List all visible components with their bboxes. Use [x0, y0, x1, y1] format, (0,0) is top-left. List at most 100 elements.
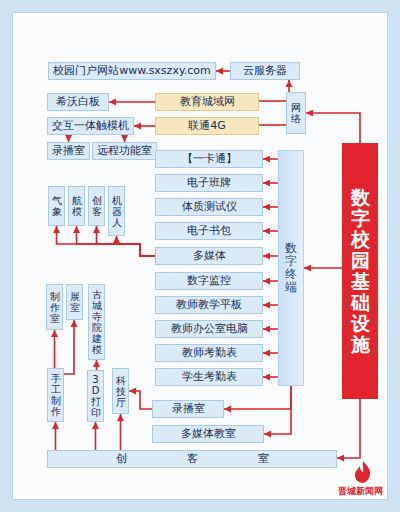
connector-arrow	[263, 328, 278, 330]
process-box: 希沃白板	[47, 93, 109, 111]
process-box: 远程功能室	[92, 142, 157, 160]
connector-arrow	[263, 255, 278, 257]
process-box: 制作室	[46, 284, 63, 330]
node-label: 数字终端	[285, 242, 297, 295]
process-box: 电子书包	[155, 222, 263, 240]
node-label: 联通4G	[188, 119, 226, 132]
node-label: 气象	[52, 195, 62, 217]
node-label: 机器人	[112, 195, 122, 228]
process-box: 展室	[66, 284, 83, 320]
connector-arrow	[95, 422, 97, 450]
node-label: 体质测试仪	[182, 200, 237, 213]
watermark: 晋城新闻网	[338, 460, 388, 498]
connector-arrow	[259, 124, 286, 126]
process-box: 数字监控	[155, 272, 263, 290]
connector-arrow	[124, 135, 126, 142]
connector-arrow	[120, 414, 122, 450]
title-band: 数字校园基础设施	[342, 143, 378, 399]
connector-arrow	[304, 267, 342, 269]
node-label: 古城寺院建模	[92, 289, 102, 355]
connector-arrow	[216, 70, 230, 72]
node-label: 多媒体教室	[181, 427, 236, 440]
process-box: 创客室	[47, 450, 337, 468]
node-label: 网络	[291, 102, 301, 124]
process-box: 学生考勤表	[155, 368, 263, 386]
node-label: 希沃白板	[56, 95, 100, 108]
node-label: 制作室	[50, 291, 60, 324]
process-box: 创客	[88, 186, 105, 226]
connector-arrow	[263, 158, 278, 160]
node-label: 录播室	[172, 402, 205, 415]
node-label: 录播室	[52, 144, 85, 157]
process-box: 体质测试仪	[155, 198, 263, 216]
node-label: 3D打印	[91, 374, 101, 418]
node-label: 创客室	[56, 452, 329, 465]
process-box: 录播室	[152, 400, 224, 418]
node-label: 数字校园基础设施	[351, 187, 370, 354]
node-label: 科技厅	[116, 375, 126, 408]
connector-arrow	[55, 422, 57, 450]
node-label: 校园门户网站www.sxszxy.com	[53, 64, 211, 77]
connector-arrow	[259, 100, 286, 102]
node-label: 电子书包	[187, 224, 231, 237]
connector-arrow	[263, 206, 278, 208]
node-label: 教师教学平板	[176, 298, 242, 311]
process-box: 机器人	[108, 186, 125, 236]
process-box: 网络	[286, 92, 306, 134]
node-label: 创客	[92, 195, 102, 217]
process-box: 电子班牌	[155, 174, 263, 192]
connector-arrow	[263, 352, 278, 354]
terminal-band: 数字终端	[278, 150, 304, 386]
node-label: 航模	[72, 195, 82, 217]
connector-arrow	[306, 113, 360, 143]
process-box: 教师考勤表	[155, 344, 263, 362]
process-box: 科技厅	[112, 368, 129, 414]
node-label: 数字监控	[187, 274, 231, 287]
connector-arrow	[263, 182, 278, 184]
node-label: 交互一体触模机	[52, 119, 129, 132]
connector-arrow	[96, 360, 98, 370]
process-box: 【一卡通】	[155, 150, 263, 168]
process-box: 航模	[68, 186, 85, 226]
process-box: 多媒体教室	[152, 425, 264, 443]
watermark-text: 晋城新闻网	[338, 485, 383, 498]
connector-arrow	[97, 226, 156, 256]
process-box: 多媒体	[155, 247, 263, 265]
connector-arrow	[57, 226, 156, 256]
flame-logo	[352, 460, 374, 484]
process-box: 气象	[48, 186, 65, 226]
process-box: 3D打印	[87, 370, 104, 422]
connector-arrow	[288, 80, 290, 92]
node-label: 远程功能室	[97, 144, 152, 157]
process-box: 联通4G	[155, 117, 259, 135]
process-box: 手工制作	[47, 368, 64, 422]
connector-arrow	[109, 101, 155, 103]
connector-arrow	[64, 320, 74, 374]
connector-arrow	[263, 230, 278, 232]
connector-arrow	[263, 280, 278, 282]
node-label: 教育城域网	[180, 95, 235, 108]
node-label: 学生考勤表	[182, 370, 237, 383]
connector-arrow	[263, 304, 278, 306]
node-label: 云服务器	[243, 64, 287, 77]
node-label: 电子班牌	[187, 176, 231, 189]
connector-arrow	[337, 399, 360, 458]
node-label: 多媒体	[193, 249, 226, 262]
process-box: 教育城域网	[155, 93, 259, 111]
connector-arrow	[224, 386, 291, 409]
node-label: 教师考勤表	[182, 346, 237, 359]
connector-arrow	[117, 236, 156, 256]
connector-arrow	[263, 376, 278, 378]
process-box: 教师教学平板	[155, 296, 263, 314]
connector-arrow	[54, 330, 56, 368]
node-label: 展室	[70, 291, 80, 313]
connector-arrow	[134, 125, 155, 127]
connector-arrow	[264, 386, 291, 434]
process-box: 交互一体触模机	[47, 117, 134, 135]
process-box: 校园门户网站www.sxszxy.com	[48, 62, 216, 80]
process-box: 云服务器	[230, 62, 300, 80]
connector-arrow	[68, 135, 70, 142]
node-label: 教师办公室电脑	[171, 322, 248, 335]
node-label: 【一卡通】	[182, 152, 237, 165]
